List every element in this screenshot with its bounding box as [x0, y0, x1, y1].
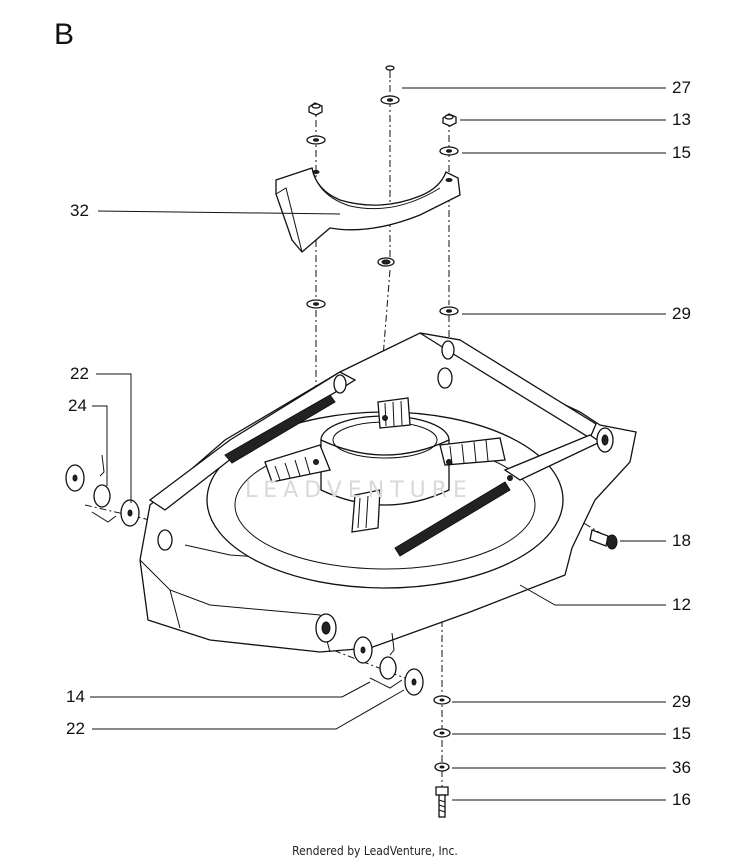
washer-22-left-inner	[120, 499, 140, 527]
callout-18: 18	[672, 531, 691, 550]
washer-left-top	[306, 135, 326, 145]
axis-line-center-lower	[379, 269, 391, 396]
callout-15-top: 15	[672, 143, 691, 162]
callout-16: 16	[672, 790, 691, 809]
washer-29-top	[439, 306, 459, 316]
callout-14: 14	[66, 687, 85, 706]
leader-14	[90, 681, 371, 698]
callout-29-top: 29	[672, 304, 691, 323]
rib-hatching	[274, 400, 489, 529]
mower-deck-12	[139, 332, 637, 653]
washer-29-bottom	[433, 695, 451, 705]
leader-32	[97, 210, 341, 215]
lock-washer-36	[434, 762, 450, 772]
leader-12	[519, 584, 666, 606]
bolt-18	[589, 529, 618, 550]
washer-22-left	[65, 464, 85, 492]
callout-27: 27	[672, 78, 691, 97]
nut-13	[442, 113, 457, 127]
callout-22-bottom: 22	[66, 719, 85, 738]
bolt-top-center	[385, 65, 395, 78]
watermark: LEADVENTURE	[245, 478, 473, 503]
callout-12: 12	[672, 595, 691, 614]
callout-15-bottom: 15	[672, 724, 691, 743]
callout-29-bottom: 29	[672, 692, 691, 711]
washer-15-bottom	[433, 728, 451, 738]
callout-13: 13	[672, 110, 691, 129]
nut-left-top	[308, 102, 323, 116]
callout-36: 36	[672, 758, 691, 777]
washer-lower-left	[353, 636, 373, 664]
axis-line-left-side	[84, 504, 151, 521]
section-letter: B	[54, 18, 75, 51]
leader-24	[92, 405, 108, 486]
washer-left-mid	[306, 299, 326, 309]
spring-24	[91, 454, 117, 523]
nut-center-under-bracket	[377, 257, 395, 267]
leader-22b	[92, 689, 405, 730]
washer-22-lower	[404, 668, 424, 696]
washer-15-top	[439, 146, 459, 156]
leader-22a	[96, 373, 132, 503]
callout-24: 24	[68, 396, 87, 415]
spring-14	[369, 632, 403, 689]
callout-22-top: 22	[70, 364, 89, 383]
callout-32: 32	[70, 201, 89, 220]
washer-27	[380, 95, 400, 105]
bracket-32	[275, 167, 461, 253]
bolt-16	[435, 786, 449, 818]
footer-credit: Rendered by LeadVenture, Inc.	[292, 844, 458, 858]
